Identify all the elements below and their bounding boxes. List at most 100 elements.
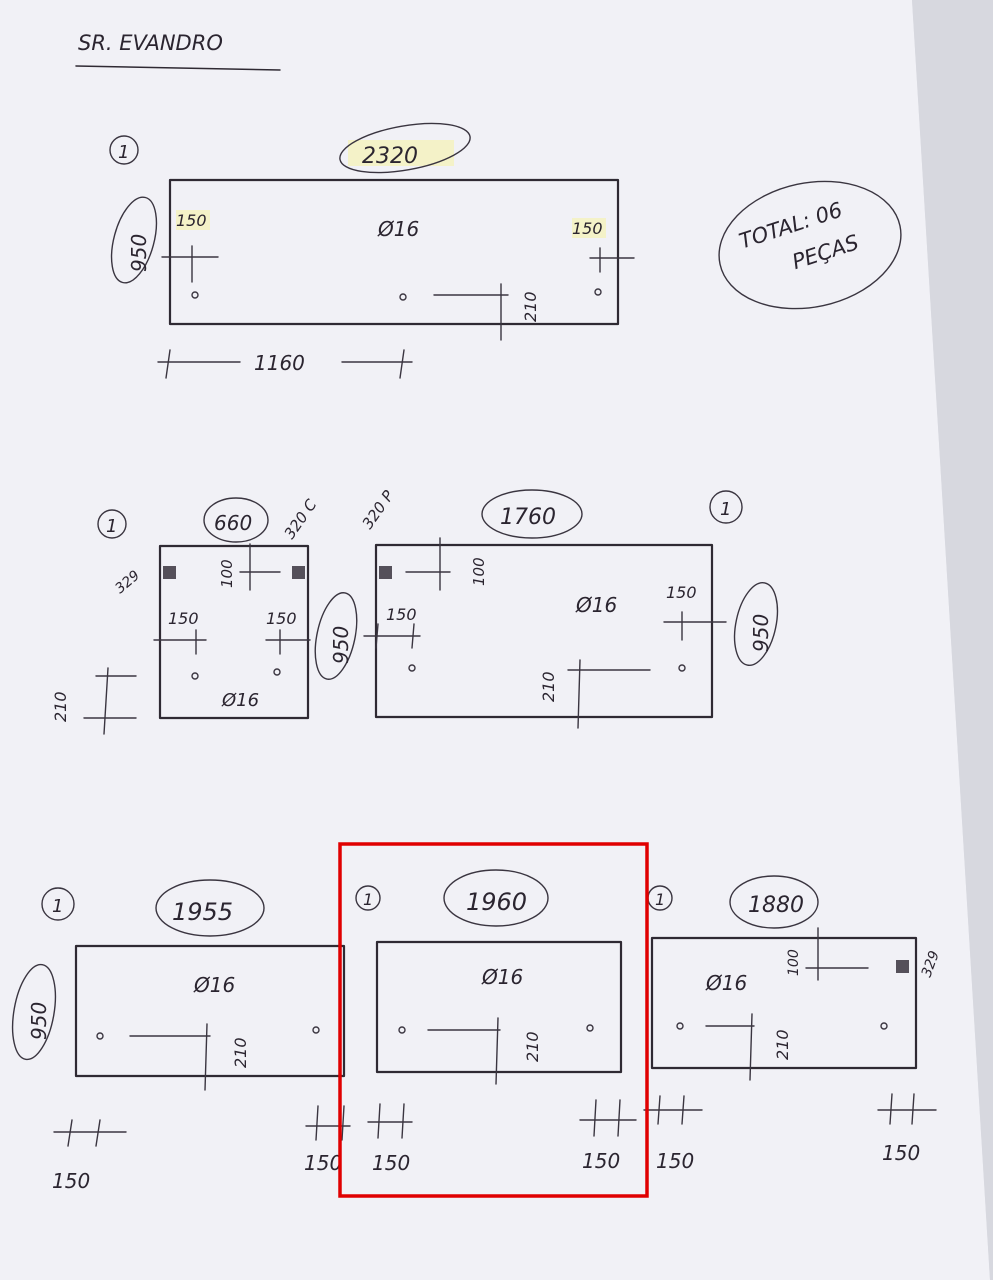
piece-4: 1 1955 950 Ø16 210 150 150 xyxy=(11,879,351,1193)
piece-1: 1 2320 150 150 Ø16 950 210 1160 xyxy=(109,122,635,379)
tick xyxy=(315,1105,319,1141)
corner-mark xyxy=(379,566,392,579)
width-circle xyxy=(203,497,269,543)
tick xyxy=(377,1103,381,1139)
hole-label: Ø16 xyxy=(221,690,259,711)
dim-150-right: 150 xyxy=(666,583,697,602)
leader xyxy=(495,1017,499,1085)
panel xyxy=(650,936,918,1070)
dim-150-right: 150 xyxy=(266,609,297,628)
dim-150-left: 150 xyxy=(176,211,207,230)
width-circle xyxy=(729,875,819,929)
height-label: 950 xyxy=(329,626,353,664)
tick xyxy=(399,349,405,379)
hole xyxy=(191,672,199,680)
panel xyxy=(74,944,346,1078)
qty-circle xyxy=(355,885,381,911)
hole xyxy=(676,1022,684,1030)
half-width-label: 1160 xyxy=(254,351,305,375)
tick xyxy=(889,1093,893,1125)
tick xyxy=(617,1099,621,1137)
hole xyxy=(586,1024,594,1032)
hole-label: Ø16 xyxy=(481,965,523,989)
tick xyxy=(681,1095,685,1125)
tick xyxy=(341,1105,345,1141)
hole xyxy=(880,1022,888,1030)
height-label: 950 xyxy=(27,1002,51,1040)
tick xyxy=(593,1099,597,1137)
hole xyxy=(398,1026,406,1034)
width-circle xyxy=(339,122,471,174)
height-label: 950 xyxy=(749,614,773,652)
hole xyxy=(678,664,686,672)
height-circle xyxy=(314,592,358,680)
leader xyxy=(204,1023,208,1091)
panel xyxy=(158,544,310,720)
hole xyxy=(399,293,407,301)
height-circle xyxy=(110,196,158,284)
dim-210: 210 xyxy=(773,1029,792,1060)
tick xyxy=(165,349,171,379)
dim-210: 210 xyxy=(51,691,70,722)
highlight-box xyxy=(338,842,649,1198)
dim-150-left: 150 xyxy=(168,609,199,628)
width-label: 1760 xyxy=(500,505,556,530)
dim-210: 210 xyxy=(539,671,558,702)
qty-label: 1 xyxy=(118,142,129,163)
dim-150-left: 150 xyxy=(386,605,417,624)
hole xyxy=(594,288,602,296)
qty-label: 1 xyxy=(363,890,373,909)
leader xyxy=(577,659,581,729)
corner-mark xyxy=(896,960,909,973)
tick xyxy=(911,1093,915,1125)
hole xyxy=(96,1032,104,1040)
width-circle xyxy=(443,869,549,927)
tick xyxy=(67,1119,73,1147)
piece-5: 1 1960 Ø16 210 150 150 xyxy=(355,869,637,1175)
dim-150-right: 150 xyxy=(304,1151,342,1175)
dim-150-left: 150 xyxy=(52,1169,90,1193)
tick xyxy=(375,623,379,649)
dim-150-left: 150 xyxy=(656,1149,694,1173)
width-label: 1955 xyxy=(172,898,233,926)
leader xyxy=(749,1013,753,1081)
tick xyxy=(95,1119,101,1147)
width-label: 2320 xyxy=(362,144,418,169)
hole-label: Ø16 xyxy=(575,593,617,617)
header-underline xyxy=(75,65,281,71)
hole xyxy=(273,668,281,676)
width-circle xyxy=(481,489,583,539)
height-circle xyxy=(733,582,779,666)
piece-3: 320 P 1760 1 100 150 Ø16 150 210 950 xyxy=(359,486,779,729)
dim-210: 210 xyxy=(523,1031,542,1062)
dim-100: 100 xyxy=(786,949,802,976)
dim-210: 210 xyxy=(231,1037,250,1068)
tick xyxy=(657,1095,661,1125)
dim-150-right: 150 xyxy=(882,1141,920,1165)
width-circle xyxy=(155,879,265,937)
tick xyxy=(401,1103,405,1139)
client-name: SR. EVANDRO xyxy=(78,31,223,55)
hole-label: Ø16 xyxy=(377,217,419,241)
width-label: 1880 xyxy=(748,893,804,918)
dim-100: 100 xyxy=(470,557,488,586)
qty-circle xyxy=(97,509,127,539)
dim-150-right: 150 xyxy=(572,219,603,238)
qty-label: 1 xyxy=(720,499,731,520)
height-circle xyxy=(11,963,57,1061)
dim-150-right: 150 xyxy=(582,1149,620,1173)
total-circle xyxy=(718,180,902,310)
dim-150-left: 150 xyxy=(372,1151,410,1175)
panel xyxy=(375,940,623,1074)
panel xyxy=(168,178,620,326)
qty-label: 1 xyxy=(52,896,63,917)
qty-circle xyxy=(41,887,75,921)
corner-mark xyxy=(163,566,176,579)
width-label: 1960 xyxy=(466,888,527,916)
hole xyxy=(408,664,416,672)
height-label: 950 xyxy=(127,234,151,272)
tick xyxy=(103,667,109,735)
paper-edge xyxy=(912,0,993,1280)
